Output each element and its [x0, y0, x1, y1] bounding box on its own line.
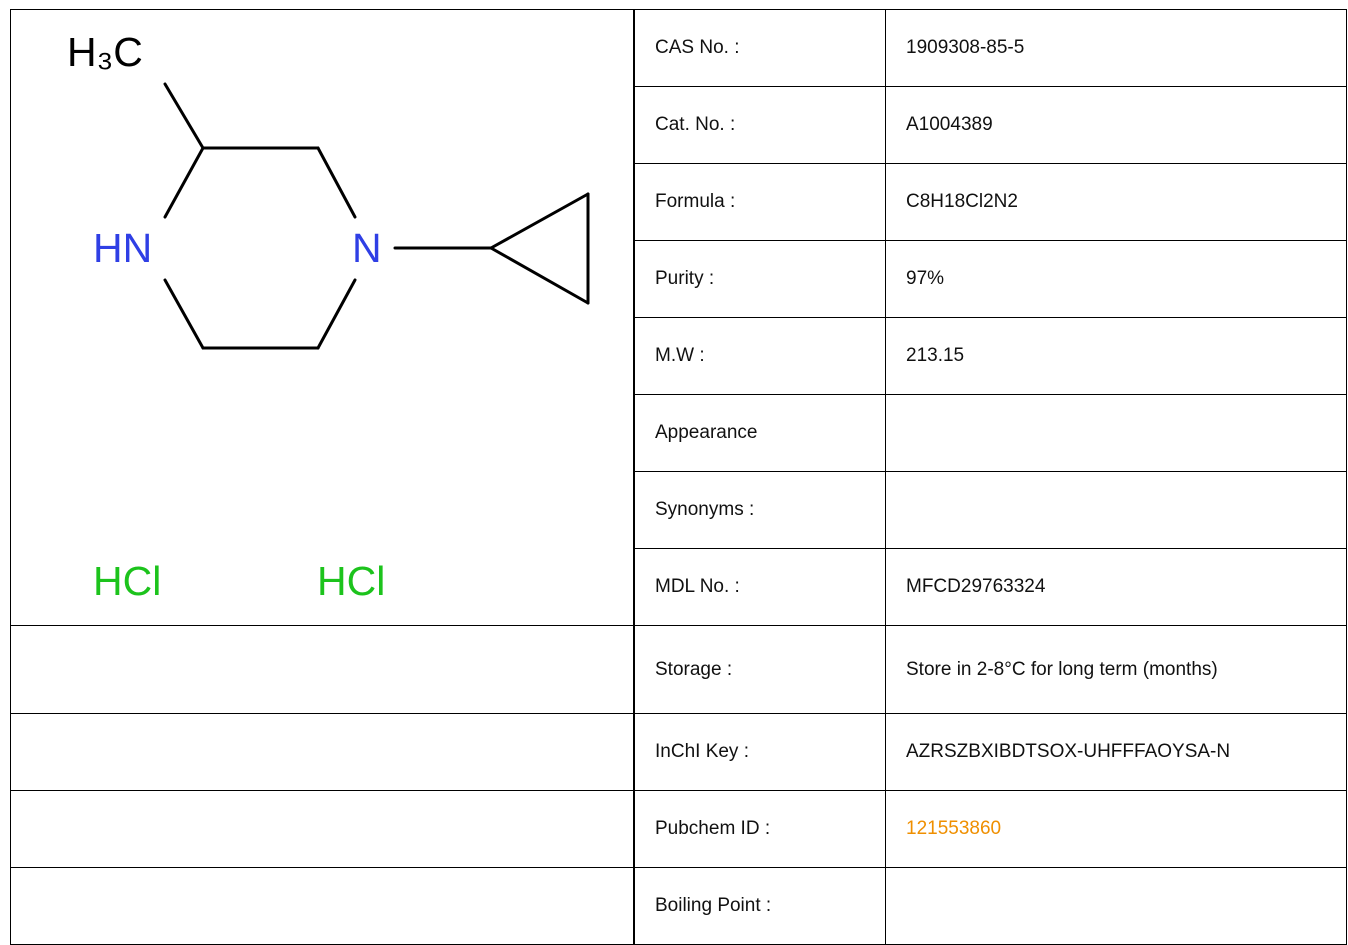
value-cas: 1909308-85-5 [885, 9, 1347, 87]
label-boiling-point: Boiling Point : [633, 867, 886, 945]
label-cas: CAS No. : [633, 9, 886, 87]
row-inchi: InChI Key : AZRSZBXIBDTSOX-UHFFFAOYSA-N [10, 713, 1347, 791]
label-storage: Storage : [633, 625, 886, 714]
row-pubchem: Pubchem ID : 121553860 [10, 790, 1347, 868]
blank-cell-inchi [10, 713, 635, 791]
structure-cell: H₃C HN N HCl HCl [10, 9, 635, 626]
label-mw: M.W : [633, 317, 886, 395]
label-synonyms: Synonyms : [633, 471, 886, 549]
value-synonyms [885, 471, 1347, 549]
label-mdl: MDL No. : [633, 548, 886, 626]
row-boiling-point: Boiling Point : [10, 867, 1347, 945]
bond-c2-n1 [316, 146, 357, 219]
row-appearance: Appearance [11, 394, 1347, 472]
bond-c6-n1 [316, 278, 357, 350]
label-appearance: Appearance [633, 394, 886, 472]
value-purity: 97% [885, 240, 1347, 318]
label-inchi: InChI Key : [633, 713, 886, 791]
chemical-structure: H₃C HN N HCl HCl [67, 29, 590, 604]
row-cas: H₃C HN N HCl HCl CAS No. : 1909308-85-5 [10, 9, 1347, 626]
blank-cell-boiling-point [10, 867, 635, 945]
bond-c3-nh [163, 146, 205, 219]
product-info-table: H₃C HN N HCl HCl CAS No. : 1909308-85-5 … [10, 9, 1347, 945]
pubchem-link[interactable]: 121553860 [906, 818, 1002, 839]
label-purity: Purity : [633, 240, 886, 318]
row-storage: Storage : Store in 2-8°C for long term (… [10, 625, 1347, 714]
hcl-label-1: HCl [93, 558, 161, 604]
value-formula: C8H18Cl2N2 [885, 163, 1347, 241]
row-purity: Purity : 97% [11, 240, 1347, 318]
value-boiling-point [885, 867, 1347, 945]
label-formula: Formula : [633, 163, 886, 241]
nh-label: HN [93, 225, 152, 271]
bond-nh-c5 [163, 278, 205, 350]
blank-cell-storage [10, 625, 635, 714]
value-inchi: AZRSZBXIBDTSOX-UHFFFAOYSA-N [885, 713, 1347, 791]
value-pubchem[interactable]: 121553860 [885, 790, 1347, 868]
value-cat: A1004389 [885, 86, 1347, 164]
value-mdl: MFCD29763324 [885, 548, 1347, 626]
row-mdl: MDL No. : MFCD29763324 [11, 548, 1347, 626]
bond-cyclo-bottom [489, 246, 590, 305]
row-synonyms: Synonyms : [11, 471, 1347, 549]
bond-cyclo-top [489, 192, 590, 250]
methyl-label: H₃C [67, 29, 143, 75]
hcl-label-2: HCl [317, 558, 385, 604]
value-mw: 213.15 [885, 317, 1347, 395]
blank-cell-pubchem [10, 790, 635, 868]
n-label: N [352, 225, 382, 271]
value-storage: Store in 2-8°C for long term (months) [885, 625, 1347, 714]
label-cat: Cat. No. : [633, 86, 886, 164]
bond-methyl [163, 82, 205, 150]
value-appearance [885, 394, 1347, 472]
bond-lines [163, 82, 590, 350]
label-pubchem: Pubchem ID : [633, 790, 886, 868]
product-info-sheet: H₃C HN N HCl HCl CAS No. : 1909308-85-5 … [10, 9, 1348, 945]
row-cat: Cat. No. : A1004389 [11, 86, 1347, 164]
